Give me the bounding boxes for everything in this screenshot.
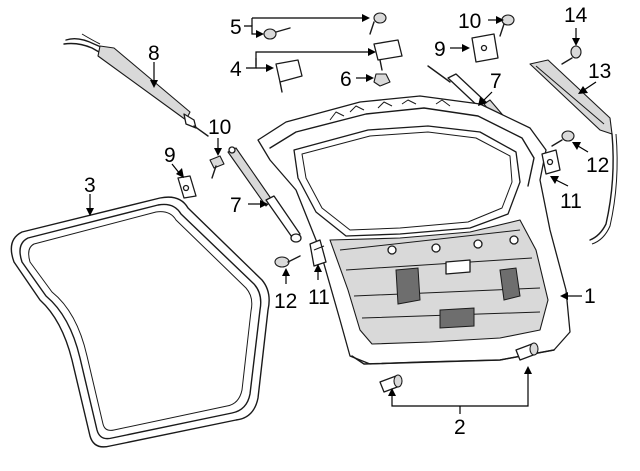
leader-lines — [86, 14, 597, 414]
bolt-5b — [369, 12, 387, 35]
bolt-5a — [263, 27, 291, 40]
lift-support-strut — [63, 33, 209, 137]
bumper-stops — [379, 342, 539, 393]
callout-12-right: 12 — [586, 154, 609, 177]
callout-2: 2 — [454, 416, 466, 439]
hinge-left-9 — [177, 175, 197, 199]
bolt-right-10 — [499, 14, 515, 37]
callout-7-right: 7 — [490, 70, 502, 93]
callout-9-left: 9 — [164, 144, 176, 167]
callout-1: 1 — [584, 285, 596, 308]
hinge-4a — [275, 59, 303, 93]
bolt-left-10 — [209, 155, 225, 179]
callout-3: 3 — [84, 174, 96, 197]
screw-left-12 — [274, 255, 301, 268]
callout-12-left: 12 — [274, 290, 297, 313]
bolt-14 — [561, 45, 582, 65]
callout-13: 13 — [588, 60, 611, 83]
hinge-4b — [373, 39, 403, 71]
gas-strut-left — [227, 146, 302, 243]
callout-7-left: 7 — [230, 194, 242, 217]
callout-14: 14 — [564, 4, 588, 27]
weatherstrip-seal — [10, 196, 270, 448]
callout-11-right: 11 — [560, 190, 582, 213]
bracket-right-11 — [541, 149, 561, 175]
callout-9-right: 9 — [434, 38, 446, 61]
liftgate-panel — [257, 95, 571, 365]
callout-10-right: 10 — [458, 10, 481, 33]
bracket-left-11 — [309, 239, 327, 267]
nut-6 — [373, 73, 391, 87]
callout-labels: 1 2 3 4 5 6 7 7 8 9 9 10 10 11 11 12 12 … — [84, 4, 611, 439]
callout-10-left: 10 — [208, 116, 231, 139]
callout-8: 8 — [148, 42, 160, 65]
callout-4: 4 — [230, 58, 242, 81]
hinge-right-9 — [471, 33, 499, 63]
spoiler-trim-strip — [529, 59, 618, 245]
callout-6: 6 — [340, 68, 352, 91]
callout-11-left: 11 — [308, 286, 330, 309]
screw-right-12 — [551, 130, 575, 147]
callout-5: 5 — [230, 16, 242, 39]
